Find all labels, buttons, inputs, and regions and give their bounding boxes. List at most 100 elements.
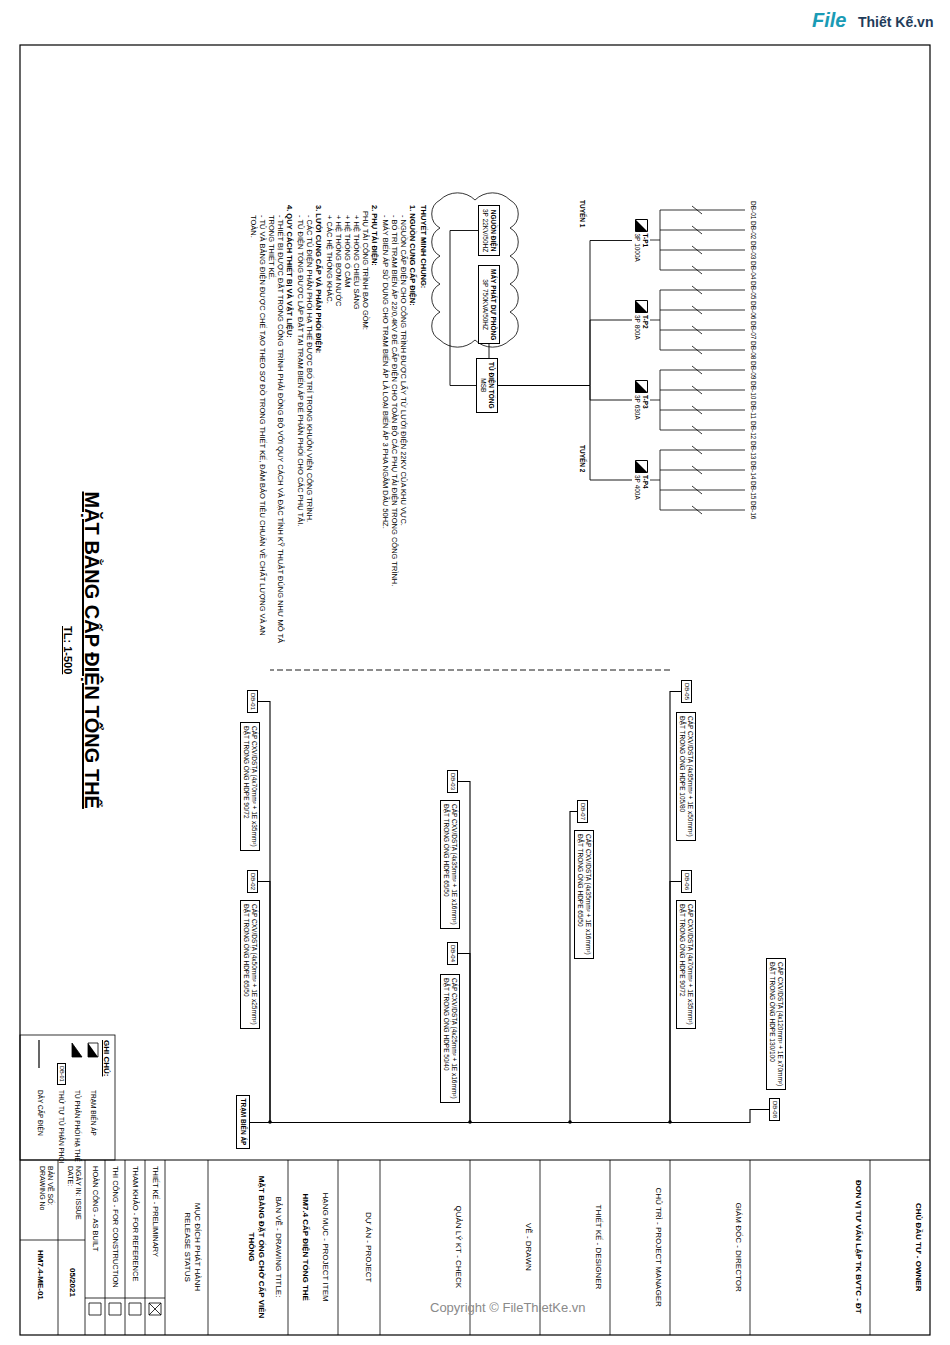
- output-label: DB-13: [749, 441, 757, 459]
- output-label: DB-11: [749, 401, 757, 419]
- substation-box: TRẠM BIẾN ÁP: [236, 1095, 250, 1150]
- output-label: DB-15: [749, 481, 757, 499]
- cable-callout: CÁP CXV/DSTA (4x95mm² + 1E x50mm²)ĐẶT TR…: [676, 712, 696, 841]
- output-label: DB-03: [749, 241, 757, 259]
- source-box: NGUỒN ĐIỆN3P 22KV/50HZ: [478, 205, 500, 256]
- notes-block: THUYẾT MINH CHUNG:1. NGUỒN CUNG CẤP ĐIỆN…: [249, 205, 430, 645]
- legend-heading: GHI CHÚ:: [101, 1040, 111, 1076]
- cable-connector: [250, 954, 470, 1123]
- node-text: 3P 630A: [633, 395, 641, 420]
- output-label: DB-09: [749, 361, 757, 379]
- panel-tag: DB-03: [447, 770, 458, 793]
- output-label: DB-16: [749, 501, 757, 519]
- node-heading: DB-03: [449, 773, 456, 790]
- cable-connector: [498, 320, 632, 386]
- note-line: 2. PHỤ TẢI ĐIỆN:: [370, 205, 379, 645]
- title-block-text: CHỦ ĐẦU TƯ - OWNER: [913, 1203, 923, 1291]
- node-heading: DB-07: [579, 803, 586, 820]
- cable-callout: CÁP CXV/DSTA (4x50mm² + 1E x25mm²)ĐẶT TR…: [240, 900, 260, 1029]
- distribution-panel: T-P33P 630A: [632, 379, 650, 421]
- source-box: MÁY PHÁT DỰ PHÒNG3P 750KVA/50HZ: [478, 265, 500, 344]
- node-text: 3P 400A: [633, 475, 641, 500]
- node-heading: T-P1: [641, 234, 649, 262]
- panel-symbol-fill: [72, 1043, 82, 1057]
- panel-symbol-fill: [635, 381, 647, 393]
- panel-text: T-P33P 630A: [633, 395, 649, 420]
- title-block-text: BẢN VẼ SỐ: DRAWING No: [37, 1166, 54, 1234]
- note-line: + CÁC HỆ THỐNG KHÁC.: [325, 205, 334, 645]
- title-block-text: THI CÔNG - FOR CONSTRUCTION: [111, 1166, 120, 1288]
- panel-symbol-outline: [635, 381, 647, 393]
- node-heading: CÁP CXV/DSTA (4x35mm² + 1E x16mm²): [584, 834, 592, 955]
- cable-route: [270, 670, 670, 671]
- output-label: DB-05: [749, 281, 757, 299]
- panel-tag: DB-06: [681, 870, 692, 893]
- panel-symbol: [72, 1043, 82, 1057]
- note-line: - MÁY BIẾN ÁP SỬ DỤNG CHO TRẠM BIẾN ÁP L…: [381, 205, 390, 645]
- panel-tag: DB-08: [769, 1098, 780, 1121]
- cable-connector: [250, 692, 681, 1123]
- note-line: + HỆ THỐNG Ổ CẮM: [343, 205, 352, 645]
- drawing-title: MẶT BẰNG CẤP ĐIỆN TỔNG THỂ: [80, 492, 104, 809]
- note-line: - BỐ TRÍ TRẠM BIẾN ÁP 22/0,4KV ĐỂ CẤP ĐI…: [390, 205, 399, 645]
- node-heading: TRẠM BIẾN ÁP: [239, 1099, 247, 1146]
- node-text: ĐẶT TRONG ỐNG HDPE 50/40: [442, 978, 450, 1099]
- panel-symbol-outline: [635, 219, 647, 231]
- panel-symbol-fill: [635, 461, 647, 473]
- note-line: - THIẾT BỊ ĐƯỢC ĐẶT TRONG CÔNG TRÌNH PHẢ…: [267, 205, 285, 645]
- output-label: DB-06: [749, 301, 757, 319]
- node-text: 3P 800A: [633, 315, 641, 340]
- node-heading: CÁP CXV/DSTA (4x35mm² + 1E x16mm²): [450, 804, 458, 925]
- cable-connector: [498, 241, 632, 386]
- cable-connector: [250, 812, 577, 1123]
- cable-connector: [250, 882, 681, 1123]
- node-heading: CÁP CXV/DSTA (4x70mm² + 1E x35mm²): [686, 904, 694, 1025]
- substation-symbol-fill: [88, 1043, 98, 1057]
- legend-tag: DB-01: [57, 1063, 66, 1085]
- node-heading: DB-02: [249, 873, 256, 890]
- cable-callout: CÁP CXV/DSTA (4x35mm² + 1E x16mm²)ĐẶT TR…: [440, 800, 460, 929]
- title-block-text: ĐƠN VỊ TƯ VẤN LẬP TK BVTC - ĐT: [853, 1180, 863, 1314]
- panel-tag: DB-04: [447, 942, 458, 965]
- note-line: + HỆ THỐNG BƠM NƯỚC: [334, 205, 343, 645]
- output-label: DB-01: [749, 201, 757, 219]
- node-heading: DB-01: [249, 693, 256, 710]
- node-text: MSB: [479, 362, 487, 409]
- title-block-text: MẶT BẰNG ĐẶT ỐNG CHỜ CẤP VIỄN THÔNG: [247, 1167, 266, 1327]
- note-line: - CÁC TỦ ĐIỆN PHÂN PHỐI HẠ THẾ ĐƯỢC BỐ T…: [305, 205, 314, 645]
- node-heading: DB-08: [771, 1101, 778, 1118]
- title-block-text: DỰ ÁN - PROJECT: [363, 1212, 373, 1282]
- sheet-frame: [20, 45, 930, 1335]
- panel-text: T-P13P 1000A: [633, 234, 649, 262]
- node-text: ĐẶT TRONG ỐNG HDPE 65/50: [442, 804, 450, 925]
- breaker-symbol: [692, 206, 702, 514]
- node-heading: T-P2: [641, 315, 649, 340]
- panel-symbol: [635, 380, 648, 393]
- note-line: - TỦ VÀ BẢNG ĐIỆN ĐƯỢC CHẾ TẠO THEO SƠ Đ…: [249, 205, 267, 645]
- check-mark: [149, 1303, 161, 1315]
- legend-text: DÂY CẤP ĐIỆN: [36, 1090, 44, 1136]
- title-block-text: VẼ - DRAWN: [523, 1223, 533, 1271]
- title-block-text: 05/2021: [67, 1268, 77, 1297]
- node-text: ĐẶT TRONG ỐNG HDPE 90/72: [242, 726, 250, 847]
- output-label: DB-02: [749, 221, 757, 239]
- title-block-text: HM7.4 CẤP ĐIỆN TỔNG THỂ: [300, 1194, 310, 1301]
- panel-symbol-fill: [635, 301, 647, 313]
- node-text: 3P 1000A: [633, 234, 641, 262]
- note-line: 1. NGUỒN CUNG CẤP ĐIỆN:: [408, 205, 417, 645]
- title-block-grid: [20, 1160, 870, 1335]
- node-text: ĐẶT TRONG ỐNG HDPE 65/50: [242, 904, 250, 1025]
- panel-text: T-P23P 800A: [633, 315, 649, 340]
- node-text: ĐẶT TRONG ỐNG HDPE 65/50: [576, 834, 584, 955]
- node-text: 3P 22KV/50HZ: [481, 209, 489, 252]
- title-block-text: MỤC ĐÍCH PHÁT HÀNH RELEASE STATUS: [183, 1192, 202, 1302]
- distribution-panel: T-P13P 1000A: [632, 218, 650, 263]
- node-heading: CÁP CXV/DSTA (4x25mm² + 1E x16mm²): [450, 978, 458, 1099]
- distribution-panel: T-P23P 800A: [632, 299, 650, 341]
- note-line: - NGUỒN CẤP ĐIỆN CHO CÔNG TRÌNH ĐƯỢC LẤY…: [399, 205, 408, 645]
- title-block-text: GIÁM ĐỐC - DIRECTOR: [733, 1203, 743, 1292]
